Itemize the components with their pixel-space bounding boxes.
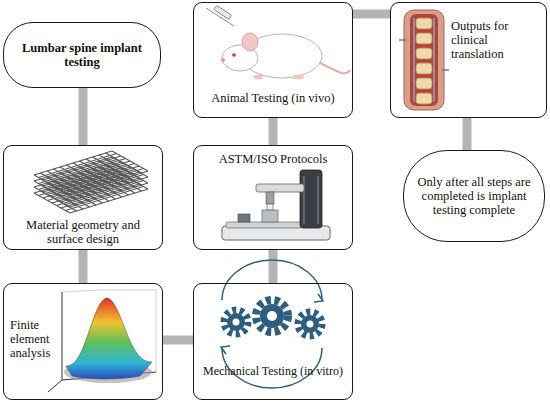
gears-icon xyxy=(298,312,322,336)
step-box: Finite element analysis xyxy=(3,283,163,400)
lattice-scaffold xyxy=(34,151,148,213)
lattice-scaffold xyxy=(61,166,139,190)
mouse-illustration xyxy=(242,33,258,51)
step-label: Lumbar spine implant testing xyxy=(12,41,152,69)
spine-illustration xyxy=(399,10,449,110)
gears-icon xyxy=(256,300,288,332)
lattice-scaffold xyxy=(52,161,130,185)
connector-bar xyxy=(269,118,278,145)
connector-bar xyxy=(353,10,390,19)
terminal-box: Lumbar spine implant testing xyxy=(3,22,161,88)
fea-surface xyxy=(48,290,156,392)
fea-surface xyxy=(48,380,62,392)
gears-icon xyxy=(221,346,230,354)
connector-bar xyxy=(79,88,88,145)
vertebra xyxy=(416,78,432,89)
step-label: Only after all steps are completed is im… xyxy=(414,175,534,217)
gears-icon xyxy=(307,321,314,328)
gears-icon xyxy=(222,260,322,300)
testing-machine xyxy=(238,214,250,222)
fea-surface xyxy=(156,290,157,372)
fea-surface xyxy=(66,298,152,379)
testing-machine xyxy=(300,170,322,228)
testing-machine xyxy=(266,192,274,204)
testing-machine xyxy=(318,176,319,224)
step-box: Animal Testing (in vivo) xyxy=(193,2,353,118)
lattice-scaffold xyxy=(66,169,144,193)
step-box: ASTM/ISO Protocols xyxy=(193,145,353,250)
testing-machine xyxy=(262,210,278,222)
step-label: Animal Testing (in vivo) xyxy=(202,91,344,105)
spine-illustration xyxy=(399,39,406,41)
gears-icon xyxy=(314,294,323,302)
vertebra xyxy=(416,18,432,104)
connector-bar xyxy=(79,250,88,283)
gears-icon xyxy=(233,319,240,326)
gears-icon xyxy=(224,310,248,334)
spine-illustration xyxy=(433,18,435,102)
vertebra xyxy=(416,18,432,29)
vertebra xyxy=(416,33,432,44)
gears-icon xyxy=(227,313,245,331)
testing-machine xyxy=(256,184,304,192)
lattice-scaffold xyxy=(39,154,117,178)
testing-machine xyxy=(304,176,305,224)
mouse-illustration xyxy=(214,5,232,19)
terminal-box: Only after all steps are completed is im… xyxy=(403,150,545,242)
gears-icon xyxy=(267,311,277,321)
testing-machine xyxy=(267,204,273,210)
lattice-scaffold xyxy=(70,177,148,201)
step-box: Mechanical Testing (in vitro) xyxy=(193,283,353,400)
connector-bar xyxy=(163,336,193,345)
connector-bar xyxy=(269,250,278,283)
mouse-illustration xyxy=(253,75,263,80)
lattice-scaffold xyxy=(57,164,135,188)
gears-icon xyxy=(260,304,284,328)
mouse-illustration xyxy=(292,75,304,80)
gears-icon xyxy=(301,315,319,333)
lattice-scaffold xyxy=(48,165,126,189)
spine-illustration xyxy=(404,10,444,110)
spine-illustration xyxy=(410,14,438,106)
fea-surface xyxy=(62,292,63,380)
fea-surface xyxy=(62,290,100,292)
mouse-illustration xyxy=(221,58,225,62)
lattice-scaffold xyxy=(43,156,121,180)
testing-machine xyxy=(226,222,302,228)
fea-surface xyxy=(100,290,156,291)
spine-illustration xyxy=(442,69,449,71)
vertebra xyxy=(416,63,432,74)
lattice-scaffold xyxy=(34,151,112,175)
step-label: Material geometry and surface design xyxy=(12,218,154,246)
step-label: Mechanical Testing (in vitro) xyxy=(202,364,344,378)
spine-illustration xyxy=(413,18,415,102)
step-label: Outputs for clinical translation xyxy=(451,19,543,61)
lattice-scaffold xyxy=(70,171,148,195)
lattice-scaffold xyxy=(70,183,148,207)
vertebra xyxy=(416,48,432,59)
mouse-illustration xyxy=(318,62,350,73)
lattice-scaffold xyxy=(70,189,148,213)
step-box: Material geometry and surface design xyxy=(3,145,163,250)
step-label: Finite element analysis xyxy=(10,318,62,360)
connector-bar xyxy=(463,118,472,150)
step-box: Outputs for clinical translation xyxy=(390,2,547,118)
mouse-illustration xyxy=(206,5,350,79)
mouse-illustration xyxy=(232,53,236,57)
step-label: ASTM/ISO Protocols xyxy=(202,152,344,166)
lattice-scaffold xyxy=(66,175,144,199)
testing-machine xyxy=(222,170,330,240)
vertebra xyxy=(416,93,432,104)
lattice-scaffold xyxy=(48,159,126,183)
